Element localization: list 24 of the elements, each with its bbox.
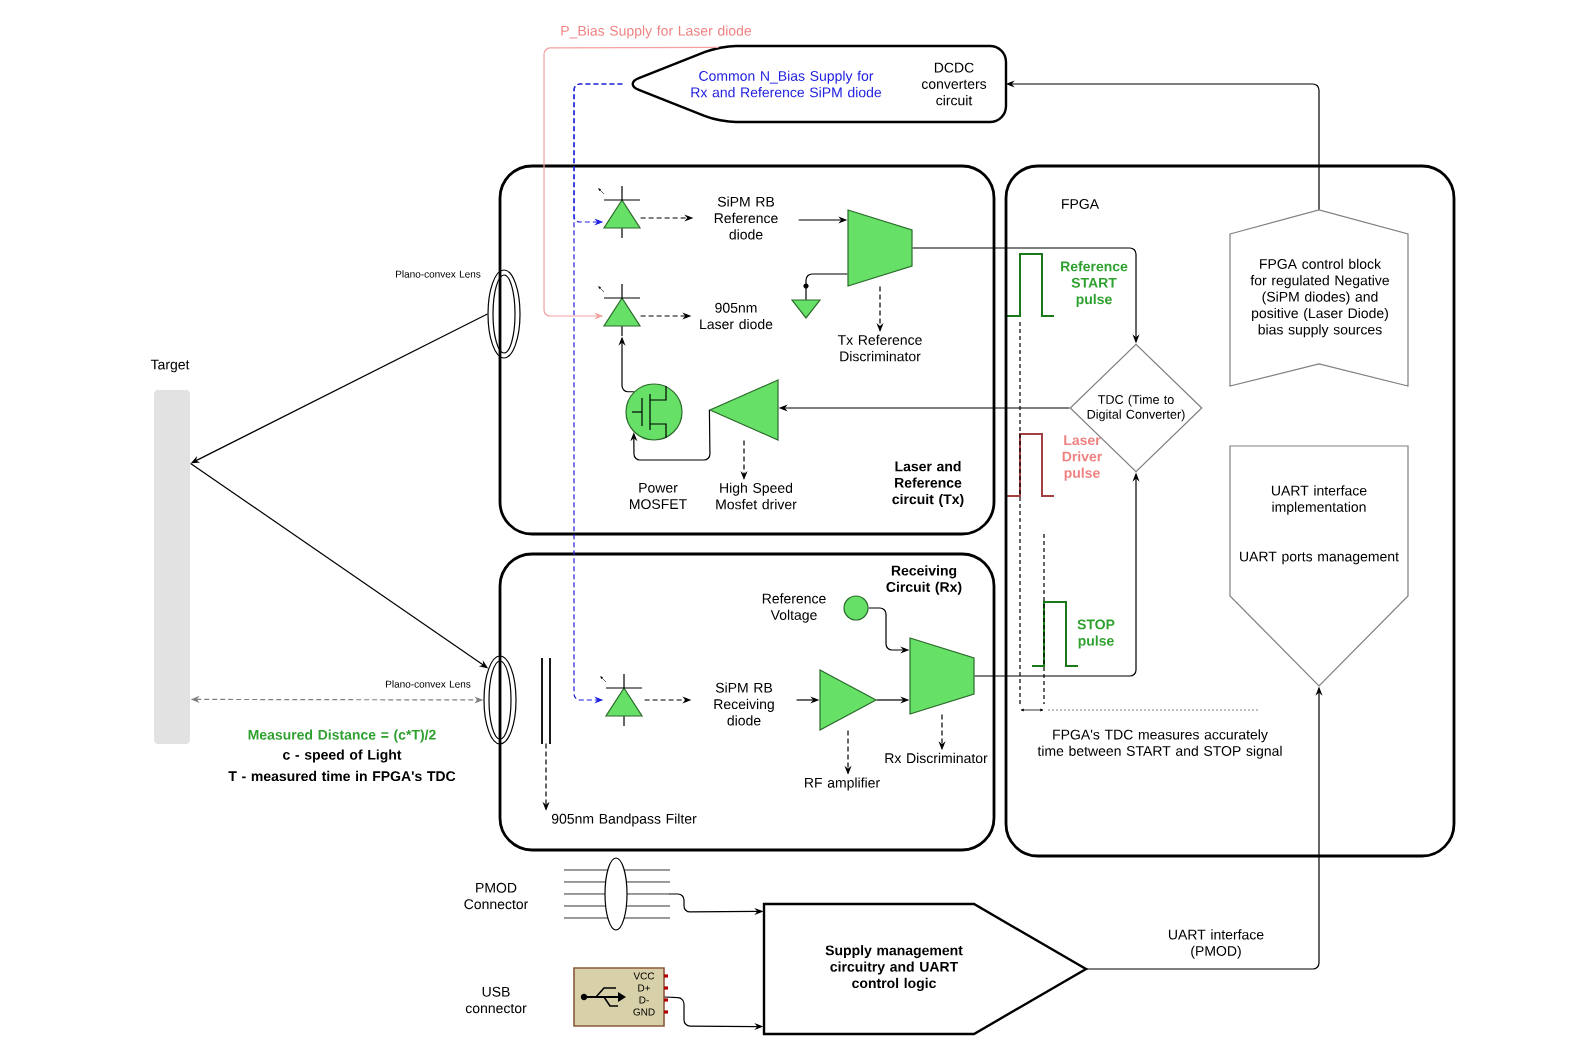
amplifier-symbol: [819, 669, 878, 731]
interface-block: [1229, 445, 1409, 687]
arrow: [630, 409, 711, 461]
filter-symbol: [541, 657, 551, 745]
logic-block: [762, 902, 1089, 1036]
lens-symbol: [483, 655, 517, 745]
comparator-symbol: [909, 637, 975, 715]
ribbon-connector-drawing: [563, 857, 671, 931]
circuit-box: [498, 164, 996, 536]
usb-connector-drawing: [573, 967, 668, 1027]
comparator-symbol: [847, 209, 913, 287]
diode-symbol: [598, 283, 642, 337]
diode-symbol: [598, 185, 642, 239]
circuit-box: [498, 552, 996, 852]
voltage-source-symbol: [843, 595, 869, 621]
transistor-symbol: [625, 383, 683, 441]
target-surface: [154, 390, 190, 744]
lens-symbol: [487, 269, 521, 359]
converter-block: [631, 44, 1008, 124]
control-block: [1229, 209, 1409, 387]
connector: [805, 273, 848, 286]
circuit-box: [1004, 164, 1456, 858]
diode-symbol: [600, 673, 644, 727]
amplifier-symbol: [708, 379, 779, 441]
